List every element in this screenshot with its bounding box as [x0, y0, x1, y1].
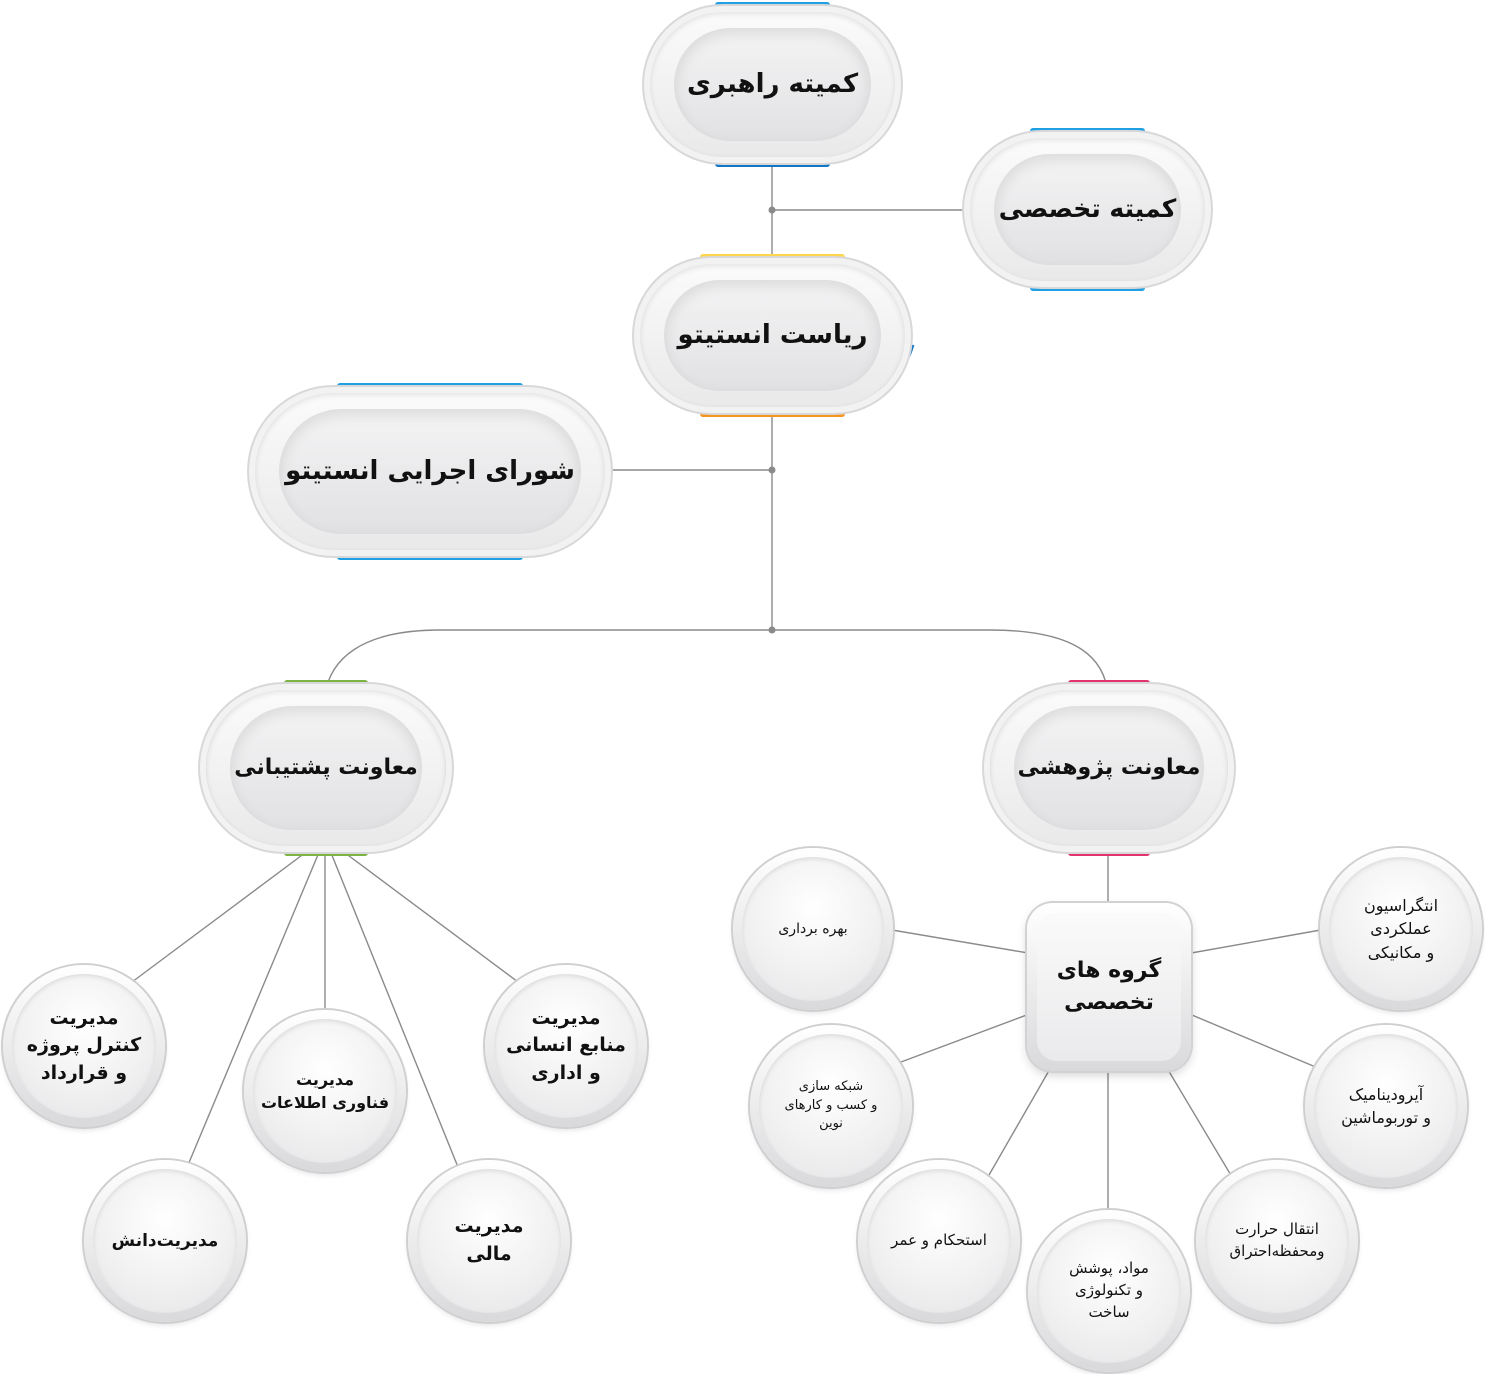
support-unit-label: مدیریت‌دانش [111, 1230, 219, 1251]
support-unit-label: مدیریت مالی [454, 1215, 524, 1265]
support-unit-label: مدیریت منابع انسانی و اداری [506, 1006, 626, 1084]
research-group-heat-transfer: انتقال حرارت ومحفظه‌احتراق [1196, 1160, 1358, 1322]
support-unit-knowledge: مدیریت‌دانش [84, 1160, 246, 1322]
research-group-aerodynamics: آیرودینامیک و توربوماشین [1305, 1025, 1467, 1187]
research-group-strength: استحکام و عمر [858, 1160, 1020, 1322]
research-group-label: انتقال حرارت ومحفظه‌احتراق [1229, 1220, 1325, 1260]
executive-council-node: شورای اجرایی انستیتو [245, 383, 615, 560]
research-group-operation: بهره برداری [733, 848, 893, 1010]
support-unit-label: مدیریت فناوری اطلاعات [260, 1069, 390, 1112]
specialist-committee-node: کمیته تخصصی [960, 128, 1215, 291]
specialized-groups-label: گروه های تخصصی [1056, 958, 1162, 1015]
steering-committee-label: کمیته راهبری [686, 68, 859, 99]
steering-committee-node: کمیته راهبری [640, 2, 905, 167]
support-unit-hr: مدیریت منابع انسانی و اداری [485, 965, 647, 1127]
research-group-materials: مواد، پوشش و تکنولوژی ساخت [1028, 1210, 1190, 1372]
support-unit-project-control: مدیریت کنترل پروژه و قرارداد [3, 965, 165, 1127]
specialized-groups-node: گروه های تخصصی [1027, 903, 1191, 1071]
research-group-label: انتگراسیون عملکردی و مکانیکی [1363, 896, 1439, 962]
support-unit-label: مدیریت کنترل پروژه و قرارداد [26, 1006, 142, 1084]
research-group-label: آیرودینامیک و توربوماشین [1341, 1084, 1431, 1127]
research-group-label: بهره برداری [778, 920, 848, 937]
research-group-label: مواد، پوشش و تکنولوژی ساخت [1069, 1259, 1149, 1321]
research-group-label: شبکه سازی و کسب و کارهای نوین [784, 1078, 878, 1132]
specialist-committee-label: کمیته تخصصی [998, 194, 1177, 224]
executive-council-label: شورای اجرایی انستیتو [285, 455, 575, 486]
support-deputy-node: معاونت پشتیبانی [196, 680, 456, 856]
presidency-label: ریاست انستیتو [677, 319, 868, 350]
presidency-node: ریاست انستیتو [630, 254, 915, 417]
support-unit-finance: مدیریت مالی [408, 1160, 570, 1322]
support-unit-it: مدیریت فناوری اطلاعات [244, 1010, 406, 1172]
research-deputy-node: معاونت پژوهشی [980, 680, 1238, 856]
support-deputy-label: معاونت پشتیبانی [234, 755, 418, 781]
research-group-label: استحکام و عمر [891, 1231, 987, 1250]
research-deputy-label: معاونت پژوهشی [1017, 755, 1201, 781]
research-group-integration: انتگراسیون عملکردی و مکانیکی [1320, 848, 1482, 1010]
research-group-networking: شبکه سازی و کسب و کارهای نوین [750, 1025, 912, 1187]
